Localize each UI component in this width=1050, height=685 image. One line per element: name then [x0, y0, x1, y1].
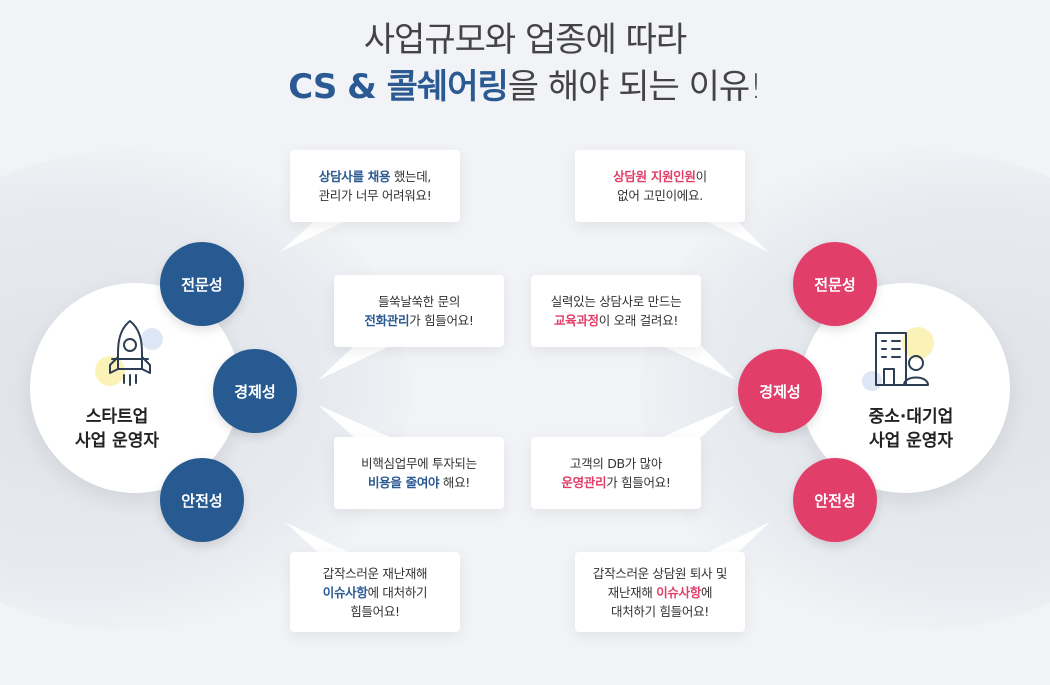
left-badge-safety: 안전성 [160, 458, 244, 542]
building-person-icon [856, 319, 946, 399]
enterprise-hub-label: 중소·대기업 사업 운영자 [806, 405, 1016, 453]
left-bubble-4-line2: 이슈사항에 대처하기 [323, 583, 428, 602]
right-bubble-2: 실력있는 상담사로 만드는 교육과정이 오래 걸려요! [531, 275, 701, 347]
left-bubble-1: 상담사를 채용 했는데, 관리가 너무 어려워요! [290, 150, 460, 222]
tail-left-4 [285, 522, 356, 556]
right-bubble-1-line2: 없어 고민이에요. [617, 188, 703, 203]
right-bubble-3-post: 가 힘들어요! [606, 475, 671, 490]
left-bubble-4-post: 에 대처하기 [367, 584, 428, 600]
right-bubble-2-line2: 교육과정이 오래 걸려요! [554, 311, 678, 330]
tail-right-3 [660, 405, 736, 438]
left-bubble-3: 비핵심업무에 투자되는 비용을 줄여야 해요! [334, 437, 504, 509]
left-bubble-2-line1: 들쑥날쑥한 문의 [377, 294, 461, 309]
right-bubble-4-line1: 갑작스러운 상담원 퇴사 및 [592, 565, 728, 581]
right-bubble-4-emphasis: 이슈사항 [656, 584, 702, 600]
left-bubble-3-emphasis: 비용을 줄여야 [367, 475, 440, 490]
right-badge-safety: 안전성 [793, 458, 877, 542]
left-badge-expertise: 전문성 [160, 242, 244, 326]
right-bubble-3-line1: 고객의 DB가 많아 [569, 456, 663, 471]
tail-left-2 [318, 345, 392, 380]
right-bubble-1-emphasis: 상담원 지원인원 [613, 169, 696, 184]
headline-line1: 사업규모와 업종에 따라 [363, 20, 687, 60]
left-bubble-1-line1: 상담사를 채용 했는데, [318, 167, 432, 186]
startup-hub-line2: 사업 운영자 [74, 431, 160, 451]
left-bubble-1-emphasis: 상담사를 채용 [318, 169, 391, 184]
left-bubble-2: 들쑥날쑥한 문의 전화관리가 힘들어요! [334, 275, 504, 347]
headline-line2: CS & 콜쉐어링을 해야 되는 이유! [0, 62, 1050, 112]
tail-right-2 [660, 345, 736, 380]
right-bubble-2-emphasis: 교육과정 [553, 313, 599, 328]
right-bubble-4-post: 에 [701, 584, 713, 600]
tail-right-1 [700, 218, 768, 252]
left-bubble-2-line2: 전화관리가 힘들어요! [364, 311, 474, 330]
left-bubble-1-line2: 관리가 너무 어려워요! [318, 188, 432, 203]
right-bubble-3-emphasis: 운영관리 [561, 475, 607, 490]
rocket-icon [90, 315, 170, 395]
headline: 사업규모와 업종에 따라 CS & 콜쉐어링을 해야 되는 이유! [0, 18, 1050, 112]
left-bubble-4-line1: 갑작스러운 재난재해 [322, 565, 428, 581]
startup-hub-label: 스타트업 사업 운영자 [12, 405, 222, 453]
right-badge-expertise: 전문성 [793, 242, 877, 326]
right-bubble-4-pre: 재난재해 [607, 584, 657, 600]
left-bubble-3-post: 해요! [439, 475, 471, 490]
right-bubble-2-post: 이 오래 걸려요! [598, 313, 679, 328]
left-bubble-1-post: 했는데, [390, 169, 432, 184]
right-bubble-4: 갑작스러운 상담원 퇴사 및 재난재해 이슈사항에 대처하기 힘들어요! [575, 552, 745, 632]
right-bubble-1: 상담원 지원인원이 없어 고민이에요. [575, 150, 745, 222]
left-bubble-4-line3: 힘들어요! [350, 603, 400, 619]
right-badge-economy: 경제성 [738, 349, 822, 433]
tail-right-4 [700, 522, 770, 556]
right-bubble-4-line3: 대처하기 힘들어요! [611, 603, 709, 619]
right-bubble-1-line1: 상담원 지원인원이 [613, 167, 707, 186]
enterprise-hub-line1: 중소·대기업 [868, 407, 954, 427]
left-bubble-4-emphasis: 이슈사항 [322, 584, 368, 600]
tail-left-1 [280, 218, 352, 252]
right-bubble-3-line2: 운영관리가 힘들어요! [561, 473, 671, 492]
left-badge-economy: 경제성 [213, 349, 297, 433]
tail-left-3 [318, 405, 392, 438]
headline-rest: 을 해야 되는 이유! [507, 67, 763, 107]
left-bubble-2-post: 가 힘들어요! [409, 313, 474, 328]
enterprise-hub-line2: 사업 운영자 [868, 431, 954, 451]
startup-hub-line1: 스타트업 [85, 407, 149, 427]
right-bubble-2-line1: 실력있는 상담사로 만드는 [550, 294, 682, 309]
left-bubble-4: 갑작스러운 재난재해 이슈사항에 대처하기 힘들어요! [290, 552, 460, 632]
right-bubble-3: 고객의 DB가 많아 운영관리가 힘들어요! [531, 437, 701, 509]
headline-highlight: CS & 콜쉐어링 [288, 67, 509, 107]
right-bubble-1-post: 이 [695, 169, 708, 184]
right-bubble-4-line2: 재난재해 이슈사항에 [608, 583, 713, 602]
left-bubble-3-line1: 비핵심업무에 투자되는 [361, 456, 477, 471]
left-bubble-3-line2: 비용을 줄여야 해요! [368, 473, 470, 492]
left-bubble-2-emphasis: 전화관리 [364, 313, 410, 328]
